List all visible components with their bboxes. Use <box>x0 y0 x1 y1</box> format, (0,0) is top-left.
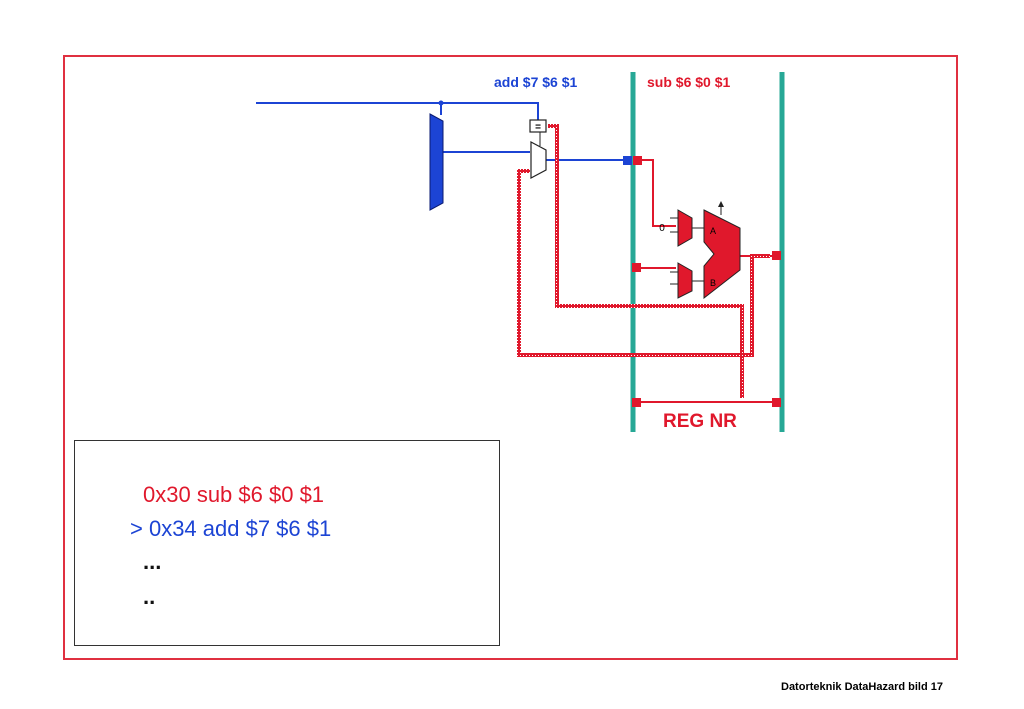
reg-cell-right-mid <box>772 251 781 260</box>
comparator-symbol: = <box>535 122 541 133</box>
slide-caption: Datorteknik DataHazard bild 17 <box>781 681 943 693</box>
alu-input-b-label: B <box>710 278 716 288</box>
reg-cell-left-mid <box>632 263 641 272</box>
alu <box>703 209 741 300</box>
pipeline-reg-blue-cell <box>623 156 632 165</box>
alu-input-a-label: A <box>710 226 716 236</box>
instruction-listing: 0x30 sub $6 $0 $1 > 0x34 add $7 $6 $1 ..… <box>74 440 500 646</box>
reg-nr-label: REG NR <box>663 411 737 432</box>
pipeline-reg-red-cell <box>633 156 642 165</box>
comparator-box <box>529 119 547 133</box>
slide-frame <box>63 55 958 660</box>
stage-sub-label: sub $6 $0 $1 <box>647 74 731 90</box>
forwarding-paths <box>517 124 770 398</box>
register-file <box>429 113 444 211</box>
stage-add-label: add $7 $6 $1 <box>494 74 578 90</box>
wire-junction <box>438 100 444 106</box>
reg-cell-right-bottom <box>772 398 781 407</box>
mux-zero-input-label: 0 <box>659 223 665 234</box>
alu-mux-b <box>677 262 693 299</box>
code-line-sub: 0x30 sub $6 $0 $1 <box>143 482 325 507</box>
reg-cell-left-bottom <box>632 398 641 407</box>
code-line-add: > 0x34 add $7 $6 $1 <box>130 516 332 541</box>
forward-mux <box>530 141 547 179</box>
code-line-ellipsis: ... <box>143 549 162 574</box>
alu-mux-a <box>677 209 693 247</box>
code-line-ellipsis-short: .. <box>143 584 156 609</box>
